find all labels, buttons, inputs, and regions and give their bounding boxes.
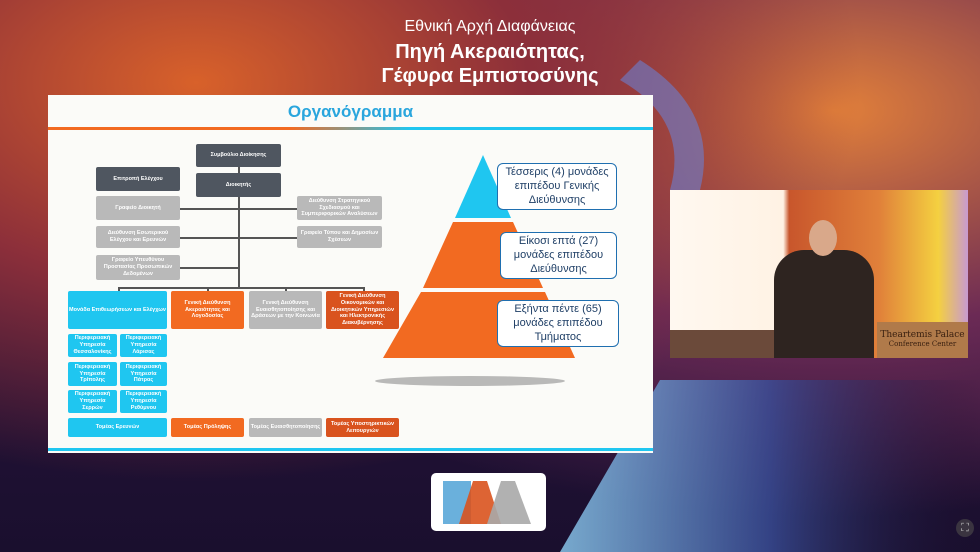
strategic-box: Διεύθυνση Στρατηγικού Σχεδιασμού και Συμ… [297,196,382,220]
regional-box: Περιφερειακή Υπηρεσία Πάτρας [120,362,167,386]
pyramid-shadow [375,376,565,386]
sector-box: Τομέας Ευαισθητοποίησης [249,418,322,437]
podium-line1: Theartemis Palace [880,330,965,340]
regional-box: Περιφερειακή Υπηρεσία Λάρισας [120,334,167,357]
title-rule [48,127,653,130]
pyramid-label: Τέσσερις (4) μονάδες επιπέδου Γενικής Δι… [497,163,617,211]
internal-audit-box: Διεύθυνση Εσωτερικού Ελέγχου και Ερευνών [96,226,180,248]
regional-box: Περιφερειακή Υπηρεσία Ρεθύμνου [120,390,167,413]
regional-box: Περιφερειακή Υπηρεσία Σερρών [68,390,117,413]
regional-box: Περιφερειακή Υπηρεσία Θεσσαλονίκης [68,334,117,357]
dpo-box: Γραφείο Υπευθύνου Προστασίας Προσωπικών … [96,255,180,280]
board-box: Συμβούλιο Διοίκησης [196,144,281,167]
logo [431,473,546,531]
press-office-box: Γραφείο Τύπου και Δημοσίων Σχέσεων [297,226,382,248]
header-line1: Εθνική Αρχή Διαφάνειας [404,18,576,35]
unit-box: Μονάδα Επιθεωρήσεων και Ελέγχων [68,291,167,329]
governor-office-box: Γραφείο Διοικητή [96,196,180,220]
podium-line2: Conference Center [888,340,957,348]
unit-box: Γενική Διεύθυνση Ακεραιότητας και Λογοδο… [171,291,244,329]
pyramid-label: Εξήντα πέντε (65) μονάδες επιπέδου Τμήμα… [497,300,619,348]
governor-box: Διοικητής [196,173,281,197]
fullscreen-icon[interactable]: ⛶ [956,519,974,537]
sector-box: Τομέας Ερευνών [68,418,167,437]
sector-box: Τομέας Υποστηρικτικών Λειτουργιών [326,418,399,437]
sector-box: Τομέας Πρόληψης [171,418,244,437]
regional-box: Περιφερειακή Υπηρεσία Τρίπολης [68,362,117,386]
header-line2: Πηγή Ακεραιότητας, [395,41,585,63]
unit-box: Γενική Διεύθυνση Ευαισθητοποίησης και Δρ… [249,291,322,329]
header-line3: Γέφυρα Εμπιστοσύνης [381,65,599,87]
speaker-video: Theartemis Palace Conference Center [670,190,968,358]
speaker-figure [774,250,874,358]
audit-committee-box: Επιτροπή Ελέγχου [96,167,180,191]
logo-icon [443,481,531,524]
podium: Theartemis Palace Conference Center [877,322,968,358]
unit-box: Γενική Διεύθυνση Οικονομικών και Διοικητ… [326,291,399,329]
bottom-rule [48,448,653,451]
pyramid-label: Είκοσι επτά (27) μονάδες επιπέδου Διεύθυ… [500,232,617,280]
slide-title: Οργανόγραμμα [287,102,414,121]
